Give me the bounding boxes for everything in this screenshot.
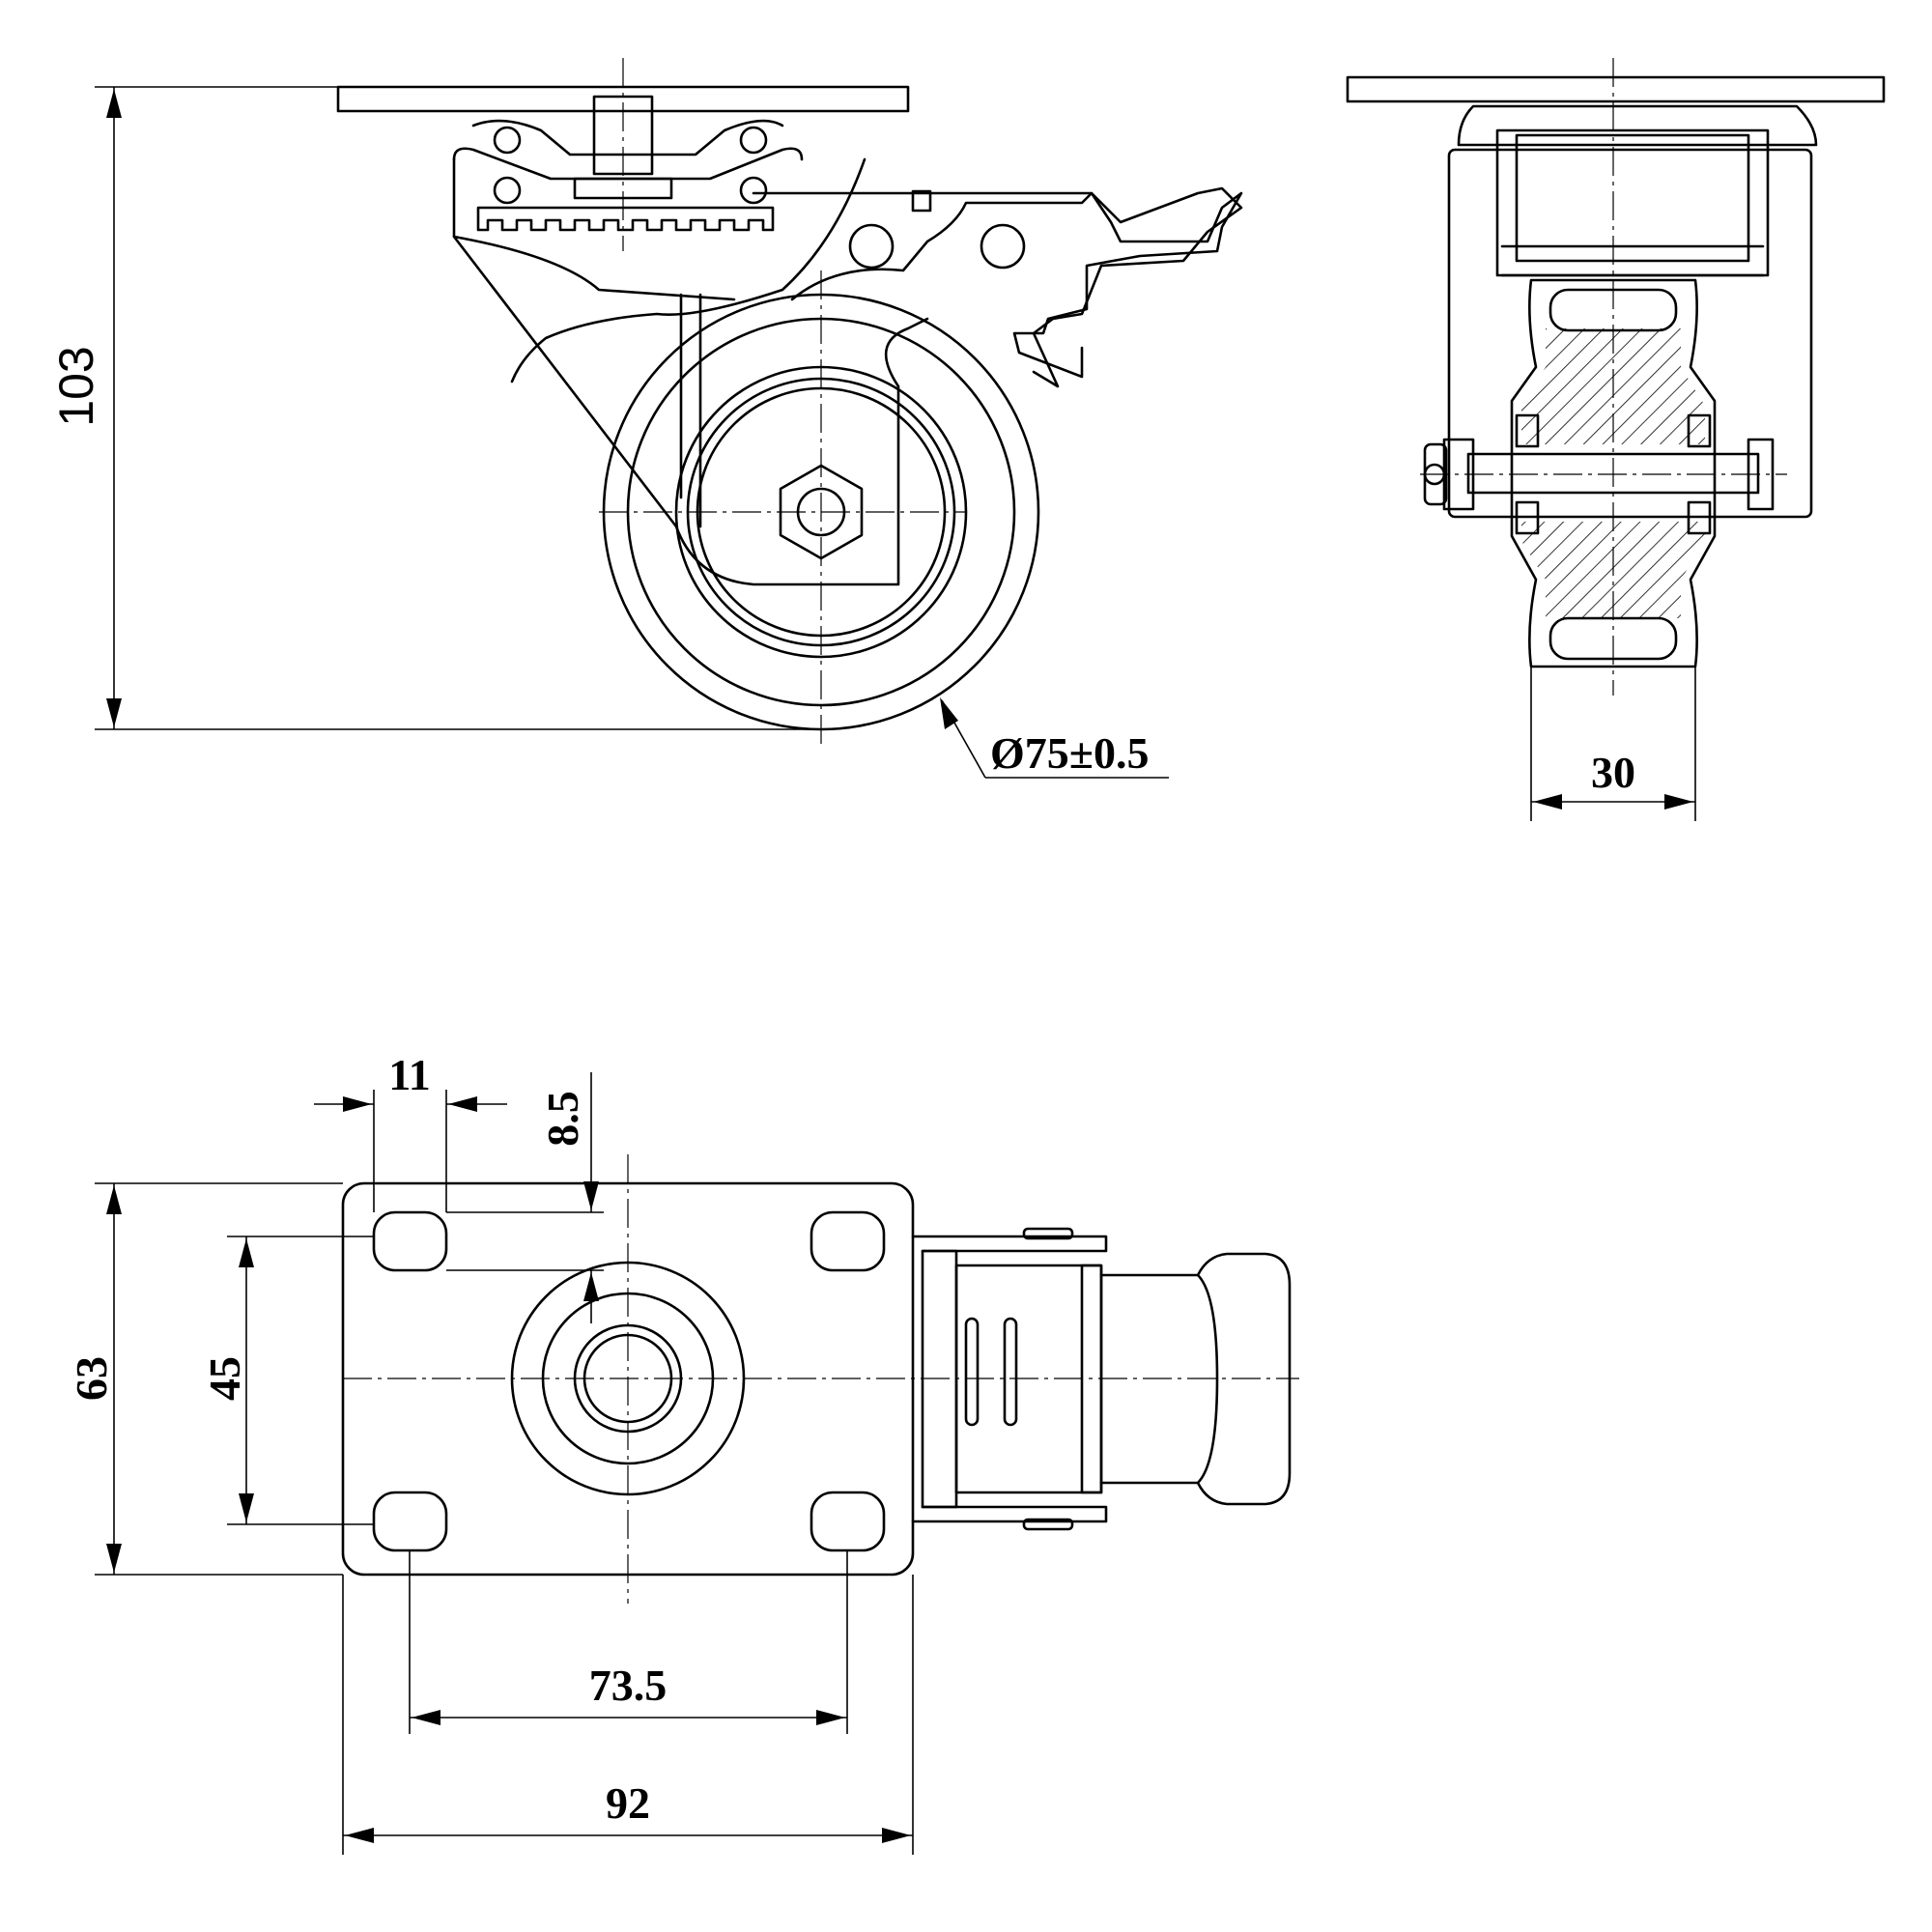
brake-pedal <box>752 186 1243 388</box>
mounting-slots <box>372 1210 886 1552</box>
height-label: 103 <box>49 346 103 426</box>
slot-width-dimension: 11 <box>314 1050 507 1212</box>
pivot-hole-2 <box>980 223 1026 270</box>
wheel-width-label: 30 <box>1591 748 1635 797</box>
brake-teeth <box>476 206 775 232</box>
wheel-width-dimension: 30 <box>1530 667 1696 821</box>
slot-width-label: 11 <box>388 1050 430 1099</box>
diameter-label: Ø75±0.5 <box>990 728 1150 778</box>
plate-width-dimension: 63 <box>67 1182 343 1576</box>
brake-assembly-top <box>911 1235 1108 1523</box>
bolt-spacing-length-dimension: 73.5 <box>409 1550 848 1734</box>
fork-side <box>452 157 702 528</box>
brake-pedal-top <box>1099 1252 1292 1506</box>
plate-width-label: 63 <box>67 1356 116 1401</box>
fork-front <box>1447 148 1813 519</box>
bolt-spacing-width-dimension: 45 <box>200 1236 374 1525</box>
height-dimension: 103 <box>49 86 821 730</box>
front-view: 30 <box>1346 58 1886 821</box>
slot-height-dimension: 8.5 <box>446 1072 604 1323</box>
bearing-balls <box>493 126 768 205</box>
top-view: 11 8.5 63 45 <box>67 1050 1299 1855</box>
slot-height-label: 8.5 <box>538 1091 587 1147</box>
diameter-leader: Ø75±0.5 <box>940 697 1169 779</box>
side-view: 103 Ø75±0.5 <box>49 58 1243 779</box>
bolt-spacing-width-label: 45 <box>200 1356 249 1401</box>
plate-length-label: 92 <box>606 1778 650 1828</box>
plate-length-dimension: 92 <box>342 1575 914 1855</box>
swivel-housing <box>471 119 784 156</box>
bolt-spacing-length-label: 73.5 <box>589 1661 668 1710</box>
top-plate-front <box>1346 75 1886 103</box>
pivot-hole-1 <box>848 223 895 270</box>
